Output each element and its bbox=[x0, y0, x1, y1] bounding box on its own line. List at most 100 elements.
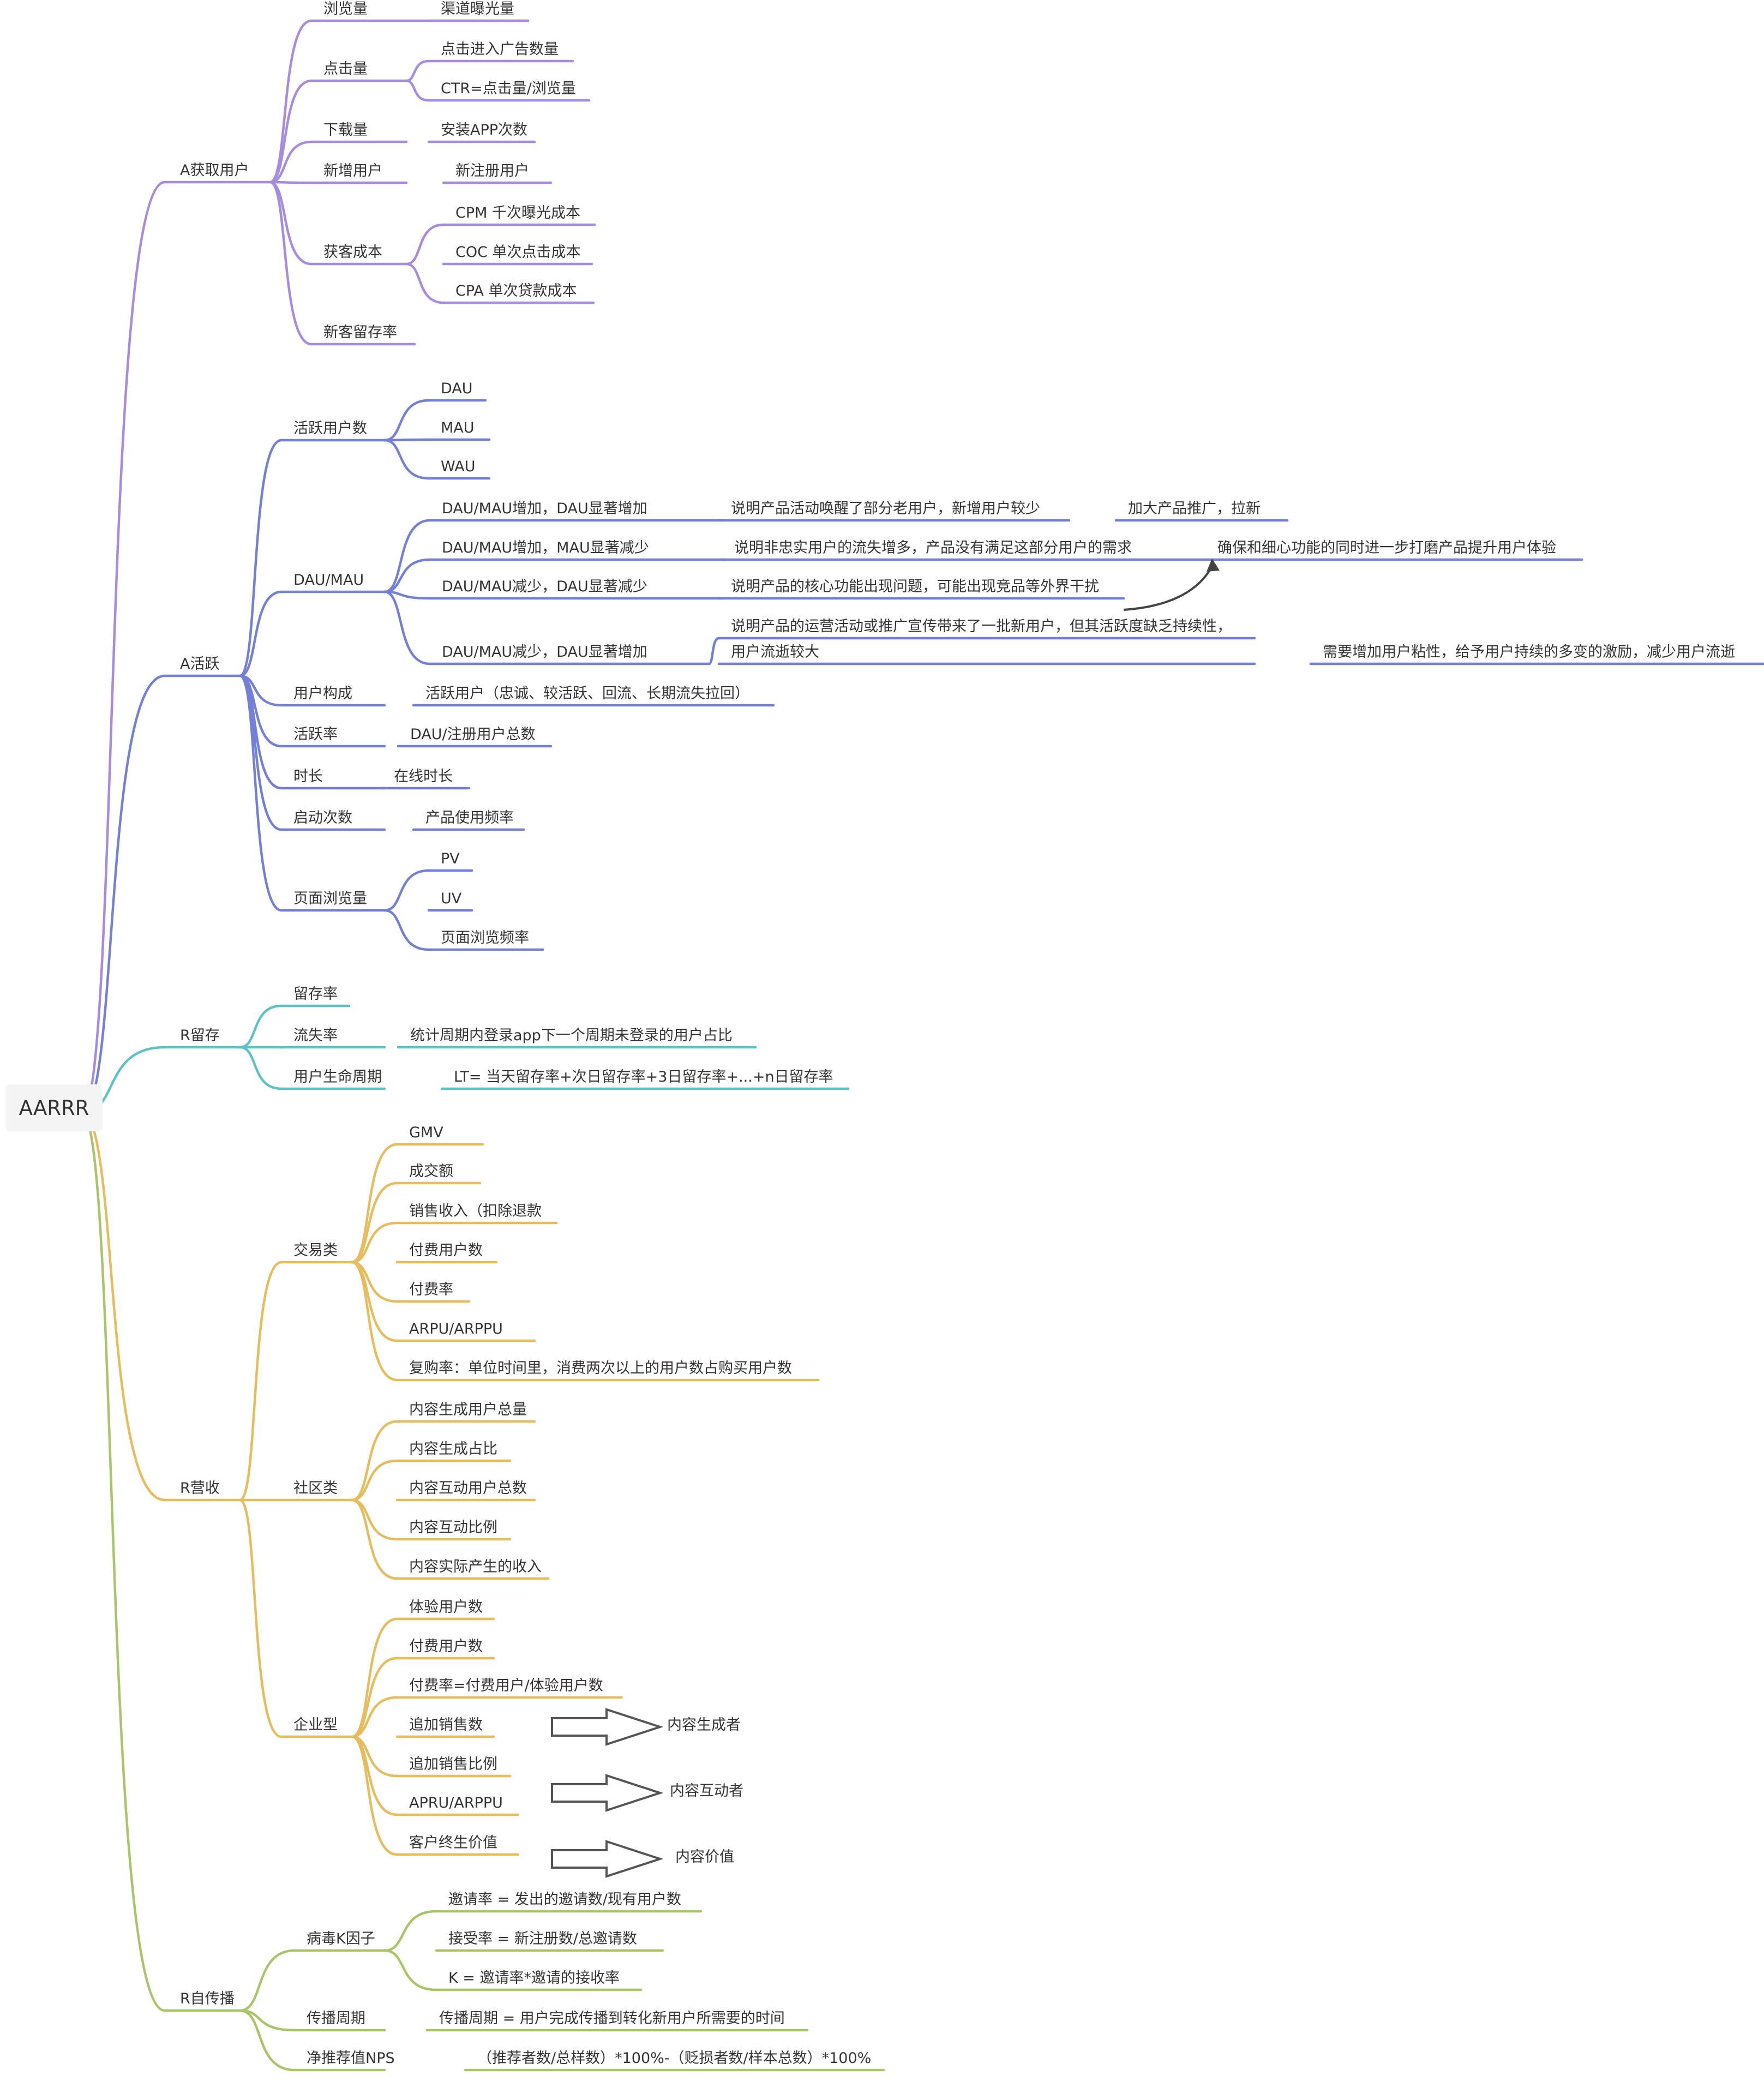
ret-topic-2[interactable]: 统计周期内登录app下一个周期未登录的用户占比 bbox=[410, 1027, 733, 1044]
rev-connector-3 bbox=[350, 1221, 399, 1264]
acq-topic-10[interactable]: CPM 千次曝光成本 bbox=[455, 205, 581, 221]
act-topic-9[interactable]: 说明非忠实用户的流失增多，产品没有满足这部分用户的需求 bbox=[734, 539, 1132, 556]
act-topic-8[interactable]: DAU/MAU增加，MAU显著减少 bbox=[442, 539, 649, 556]
relation-arrow-curve bbox=[1123, 566, 1213, 611]
rev-topic-21[interactable]: 客户终生价值 bbox=[409, 1834, 497, 1851]
rev-topic-14[interactable]: 企业型 bbox=[293, 1717, 338, 1733]
rev-topic-8[interactable]: 社区类 bbox=[293, 1480, 338, 1497]
act-topic-27[interactable]: UV bbox=[441, 890, 462, 907]
rev-topic-5[interactable]: 付费率 bbox=[409, 1281, 453, 1298]
acq-topic-11[interactable]: COC 单次点击成本 bbox=[455, 244, 581, 261]
acq-branch-title[interactable]: A获取用户 bbox=[180, 162, 249, 179]
act-topic-7[interactable]: 加大产品推广，拉新 bbox=[1128, 500, 1261, 517]
ref-topic-6[interactable]: 净推荐值NPS bbox=[307, 2050, 395, 2067]
acq-topic-1[interactable]: 渠道曝光量 bbox=[441, 1, 514, 17]
act-topic-23[interactable]: 启动次数 bbox=[293, 809, 352, 826]
ref-topic-7[interactable]: （推荐者数/总样数）*100%-（贬损者数/样本总数）*100% bbox=[477, 2050, 872, 2067]
act-connector-28 bbox=[383, 909, 430, 951]
ret-topic-4[interactable]: LT= 当天留存率+次日留存率+3日留存率+...+n日留存率 bbox=[454, 1069, 833, 1085]
rev-topic-2[interactable]: 成交额 bbox=[409, 1163, 453, 1180]
ref-root-connector bbox=[80, 1111, 166, 2012]
act-topic-2[interactable]: MAU bbox=[441, 419, 475, 436]
rev-branch-title[interactable]: R营收 bbox=[180, 1480, 220, 1497]
rev-topic-22[interactable]: 内容生成者 bbox=[667, 1717, 741, 1733]
acq-connector-0 bbox=[268, 19, 313, 184]
rev-topic-23[interactable]: 内容互动者 bbox=[670, 1783, 743, 1799]
act-topic-28[interactable]: 页面浏览频率 bbox=[441, 929, 529, 946]
acq-topic-4[interactable]: CTR=点击量/浏览量 bbox=[441, 80, 576, 97]
acq-topic-3[interactable]: 点击进入广告数量 bbox=[441, 41, 559, 58]
act-topic-24[interactable]: 产品使用频率 bbox=[425, 809, 514, 826]
rev-topic-10[interactable]: 内容生成占比 bbox=[409, 1441, 497, 1457]
ret-topic-1[interactable]: 流失率 bbox=[293, 1027, 338, 1044]
acq-connector-9 bbox=[268, 181, 313, 266]
act-topic-17[interactable]: 用户构成 bbox=[293, 685, 352, 702]
rev-topic-6[interactable]: ARPU/ARPPU bbox=[409, 1321, 503, 1337]
act-topic-16[interactable]: 需要增加用户粘性，给予用户持续的多变的激励，减少用户流逝 bbox=[1323, 644, 1735, 661]
acq-topic-5[interactable]: 下载量 bbox=[323, 122, 368, 139]
act-topic-26[interactable]: PV bbox=[441, 850, 460, 867]
acq-topic-13[interactable]: 新客留存率 bbox=[323, 324, 397, 341]
rev-topic-17[interactable]: 付费率=付费用户/体验用户数 bbox=[409, 1677, 603, 1694]
act-topic-14[interactable]: 说明产品的运营活动或推广宣传带来了一批新用户，但其活跃度缺乏持续性， bbox=[731, 618, 1232, 635]
rev-topic-24[interactable]: 内容价值 bbox=[675, 1849, 734, 1865]
acq-root-connector bbox=[80, 181, 166, 1114]
act-topic-10[interactable]: 确保和细心功能的同时进一步打磨产品提升用户体验 bbox=[1217, 539, 1556, 556]
ref-topic-1[interactable]: 邀请率 = 发出的邀请数/现有用户数 bbox=[448, 1891, 681, 1908]
ret-topic-3[interactable]: 用户生命周期 bbox=[293, 1069, 382, 1085]
acq-topic-12[interactable]: CPA 单次贷款成本 bbox=[455, 283, 577, 299]
rev-topic-19[interactable]: 追加销售比例 bbox=[409, 1756, 497, 1773]
acq-topic-6[interactable]: 安装APP次数 bbox=[441, 122, 528, 139]
act-topic-19[interactable]: 活跃率 bbox=[293, 726, 338, 743]
act-topic-3[interactable]: WAU bbox=[441, 458, 476, 475]
act-topic-11[interactable]: DAU/MAU减少，DAU显著减少 bbox=[442, 578, 647, 595]
act-topic-22[interactable]: 在线时长 bbox=[394, 768, 453, 785]
act-topic-5[interactable]: DAU/MAU增加，DAU显著增加 bbox=[442, 500, 647, 517]
act-topic-15[interactable]: 用户流逝较大 bbox=[731, 644, 819, 661]
act-topic-13[interactable]: DAU/MAU减少，DAU显著增加 bbox=[442, 644, 647, 661]
rev-topic-0[interactable]: 交易类 bbox=[293, 1242, 338, 1259]
act-topic-6[interactable]: 说明产品活动唤醒了部分老用户，新增用户较少 bbox=[731, 500, 1040, 517]
acq-topic-8[interactable]: 新注册用户 bbox=[455, 163, 529, 179]
ref-connector-6 bbox=[238, 2009, 296, 2072]
act-topic-12[interactable]: 说明产品的核心功能出现问题，可能出现竞品等外界干扰 bbox=[731, 578, 1099, 595]
act-topic-21[interactable]: 时长 bbox=[293, 768, 323, 785]
rev-topic-20[interactable]: APRU/ARPPU bbox=[409, 1795, 503, 1811]
ref-topic-0[interactable]: 病毒K因子 bbox=[307, 1930, 375, 1947]
acq-topic-2[interactable]: 点击量 bbox=[323, 61, 368, 77]
acq-topic-0[interactable]: 浏览量 bbox=[323, 1, 368, 17]
ref-topic-5[interactable]: 传播周期 = 用户完成传播到转化新用户所需要的时间 bbox=[439, 2010, 785, 2027]
hollow-block-arrow-2 bbox=[551, 1840, 664, 1878]
acq-topic-9[interactable]: 获客成本 bbox=[323, 244, 382, 261]
rev-topic-16[interactable]: 付费用户数 bbox=[409, 1638, 483, 1655]
rev-topic-9[interactable]: 内容生成用户总量 bbox=[409, 1401, 527, 1418]
rev-topic-3[interactable]: 销售收入（扣除退款 bbox=[409, 1203, 542, 1220]
act-topic-20[interactable]: DAU/注册用户总数 bbox=[410, 726, 536, 743]
ref-topic-3[interactable]: K = 邀请率*邀请的接收率 bbox=[448, 1970, 620, 1987]
rev-topic-15[interactable]: 体验用户数 bbox=[409, 1599, 483, 1616]
rev-topic-12[interactable]: 内容互动比例 bbox=[409, 1519, 497, 1536]
acq-connector-5 bbox=[268, 140, 313, 184]
act-topic-25[interactable]: 页面浏览量 bbox=[293, 890, 367, 907]
act-branch-title[interactable]: A活跃 bbox=[180, 656, 220, 673]
ref-topic-2[interactable]: 接受率 = 新注册数/总邀请数 bbox=[448, 1930, 637, 1947]
act-topic-1[interactable]: DAU bbox=[441, 380, 473, 397]
act-connector-25 bbox=[238, 674, 283, 912]
rev-connector-2 bbox=[350, 1181, 399, 1264]
rev-topic-4[interactable]: 付费用户数 bbox=[409, 1242, 483, 1259]
ret-branch-title[interactable]: R留存 bbox=[180, 1027, 220, 1044]
act-topic-0[interactable]: 活跃用户数 bbox=[293, 420, 367, 437]
act-connector-8 bbox=[383, 558, 431, 593]
acq-topic-7[interactable]: 新增用户 bbox=[323, 163, 382, 179]
act-topic-18[interactable]: 活跃用户（忠诚、较活跃、回流、长期流失拉回） bbox=[425, 685, 749, 702]
rev-topic-18[interactable]: 追加销售数 bbox=[409, 1717, 483, 1733]
rev-topic-1[interactable]: GMV bbox=[409, 1124, 443, 1141]
rev-topic-11[interactable]: 内容互动用户总数 bbox=[409, 1480, 527, 1497]
ref-branch-title[interactable]: R自传播 bbox=[180, 1990, 235, 2007]
ret-topic-0[interactable]: 留存率 bbox=[293, 986, 338, 1003]
rev-topic-7[interactable]: 复购率：单位时间里，消费两次以上的用户数占购买用户数 bbox=[409, 1360, 792, 1377]
root-topic[interactable]: AARRR bbox=[5, 1084, 103, 1131]
ref-topic-4[interactable]: 传播周期 bbox=[307, 2010, 365, 2027]
rev-topic-13[interactable]: 内容实际产生的收入 bbox=[409, 1558, 542, 1575]
act-topic-4[interactable]: DAU/MAU bbox=[293, 572, 364, 589]
